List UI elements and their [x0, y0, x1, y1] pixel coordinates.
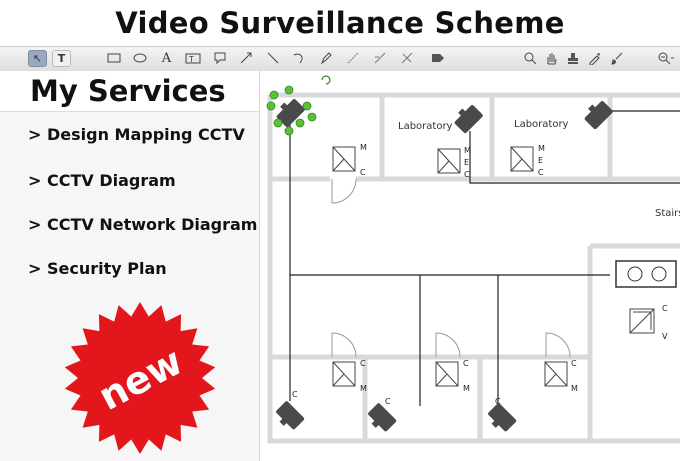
new-badge: new	[60, 300, 220, 455]
page-title: Video Surveillance Scheme	[0, 0, 680, 46]
camera-icon	[276, 401, 305, 430]
camera-icon	[368, 403, 397, 432]
sidebar-divider	[0, 111, 259, 112]
rotate-handle-icon[interactable]	[321, 75, 331, 85]
svg-text:T: T	[188, 55, 194, 64]
cable-lines	[289, 110, 680, 406]
text-tool-icon[interactable]: A	[161, 51, 172, 66]
starburst-icon: new	[64, 302, 216, 454]
door-letter: C	[662, 304, 668, 313]
door-letter: C	[464, 170, 470, 179]
door-letter: M	[463, 384, 470, 393]
callout-tool-icon[interactable]	[210, 50, 229, 67]
connector-alt-tool-icon[interactable]	[370, 50, 389, 67]
door-letter: C	[292, 390, 298, 399]
stairs-label: Stairs	[655, 208, 680, 219]
camera-icon	[454, 105, 483, 134]
room-label-lab-1: Laboratory	[398, 121, 453, 132]
door-letter: C	[360, 168, 366, 177]
dvr-unit	[615, 260, 677, 288]
service-item-security-plan[interactable]: > Security Plan	[28, 259, 167, 278]
door-sensor	[332, 146, 655, 387]
services-title: My Services	[0, 71, 259, 111]
services-title-text: My Services	[30, 74, 226, 108]
camera-icon	[584, 101, 613, 130]
service-item-cctv-diagram[interactable]: > CCTV Diagram	[28, 171, 176, 190]
door-letter: V	[662, 332, 668, 341]
door-letter: E	[538, 156, 543, 165]
camera-icon	[488, 403, 517, 432]
door-letter: C	[538, 168, 544, 177]
rectangle-tool-icon[interactable]	[104, 50, 123, 67]
door-letter: C	[385, 397, 391, 406]
door-letter: M	[360, 143, 367, 152]
door-letter: M	[571, 384, 578, 393]
walls	[267, 92, 680, 444]
zoom-out-icon[interactable]	[656, 50, 675, 67]
selection-handles[interactable]	[266, 85, 317, 136]
pointer-tool-icon[interactable]: ↖	[28, 50, 47, 67]
door-letter: M	[360, 384, 367, 393]
toolbar: ↖ T A T	[0, 46, 680, 72]
door-letter: C	[360, 359, 366, 368]
door-letter: M	[538, 144, 545, 153]
service-item-cctv-network[interactable]: > CCTV Network Diagram	[28, 215, 258, 234]
doors	[331, 178, 571, 358]
pan-hand-icon[interactable]	[541, 50, 560, 67]
camera-icon	[276, 99, 305, 128]
arrow-tool-icon[interactable]	[236, 50, 255, 67]
door-letter: M	[464, 146, 471, 155]
brush-icon[interactable]	[607, 50, 626, 67]
service-item-design-mapping[interactable]: > Design Mapping CCTV	[28, 125, 245, 144]
text-box-tool-icon[interactable]: T	[183, 50, 202, 67]
tag-tool-icon[interactable]	[428, 50, 447, 67]
page-title-text: Video Surveillance Scheme	[115, 6, 565, 40]
door-letter: E	[464, 158, 469, 167]
ellipse-tool-icon[interactable]	[130, 50, 149, 67]
disconnect-tool-icon[interactable]	[397, 50, 416, 67]
room-label-lab-2: Laboratory	[514, 119, 569, 130]
eyedropper-icon[interactable]	[585, 50, 604, 67]
door-letter: C	[495, 397, 501, 406]
line-tool-icon[interactable]	[263, 50, 282, 67]
drawing-canvas[interactable]: Laboratory Laboratory Stairs M C M E C M…	[260, 71, 680, 461]
search-icon[interactable]	[520, 50, 539, 67]
cameras	[276, 99, 613, 432]
pen-tool-icon[interactable]	[316, 50, 335, 67]
curve-tool-icon[interactable]	[289, 50, 308, 67]
connector-tool-icon[interactable]	[343, 50, 362, 67]
door-letter: C	[463, 359, 469, 368]
text-select-tool-icon[interactable]: T	[52, 50, 71, 67]
door-letter: C	[571, 359, 577, 368]
floor-plan: Laboratory Laboratory Stairs M C M E C M…	[266, 75, 680, 444]
stamp-icon[interactable]	[563, 50, 582, 67]
